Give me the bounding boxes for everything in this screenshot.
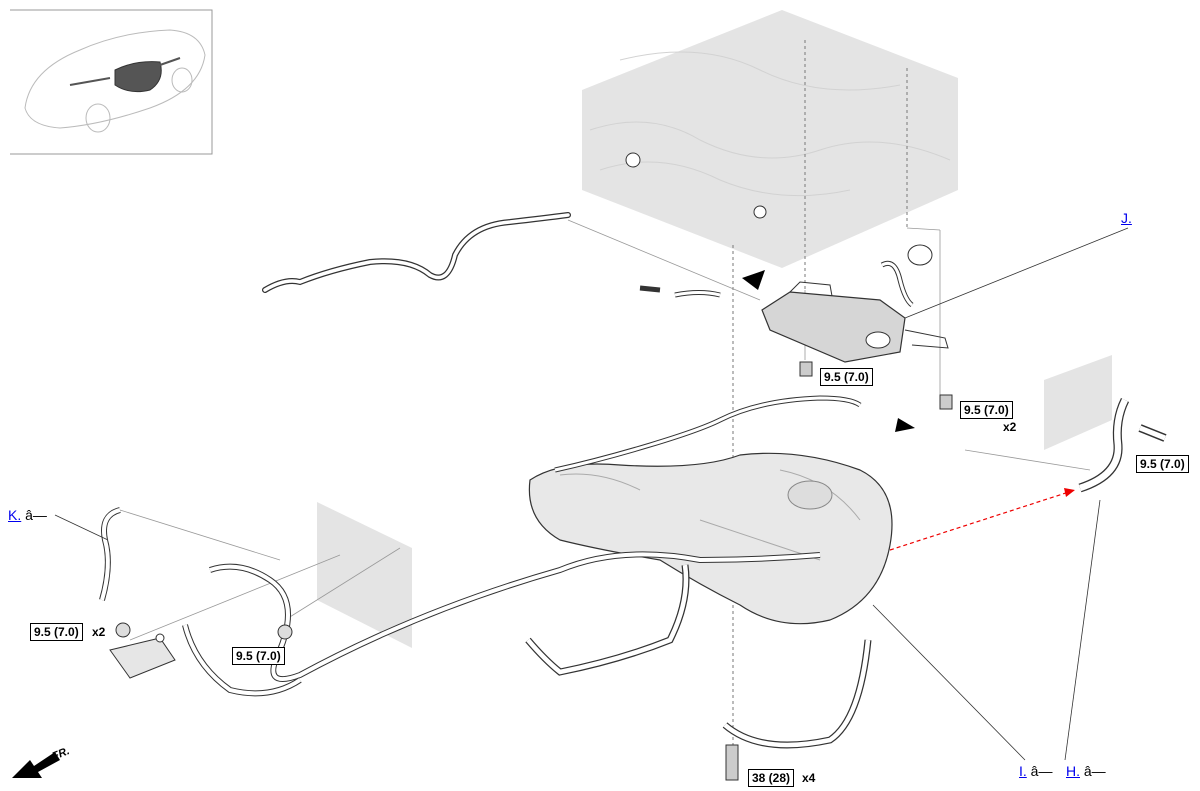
canister-bolt-torque: 9.5 (7.0): [820, 368, 873, 386]
reference-j-link[interactable]: J.: [1121, 210, 1132, 226]
canister-bracket-bolt-torque: 9.5 (7.0): [960, 401, 1013, 419]
filler-neck: [1078, 397, 1167, 493]
front-direction-arrow: [12, 752, 60, 778]
leader-lines: [54, 227, 1129, 761]
reference-k-suffix: â—: [25, 507, 47, 523]
strap-bolt-torque: 38 (28): [748, 769, 795, 787]
left-side-panel: [317, 502, 412, 648]
filler-bolt-torque: 9.5 (7.0): [1136, 455, 1189, 473]
reference-i-link[interactable]: I.: [1019, 763, 1027, 779]
reference-h: H. â—: [1066, 763, 1106, 779]
left-nut-qty: x2: [92, 625, 106, 639]
installation-guide-lines: [732, 40, 908, 745]
left-bracket: [109, 622, 293, 679]
bolts: [725, 361, 953, 781]
center-nut-torque: 9.5 (7.0): [232, 647, 285, 665]
reference-j: J.: [1121, 210, 1132, 226]
filler-connection-line: [889, 489, 1076, 551]
reference-h-suffix: â—: [1083, 763, 1106, 779]
reference-i-suffix: â—: [1030, 763, 1053, 779]
filler-side-panel: [1044, 355, 1112, 450]
thin-guide-lines: [119, 219, 1091, 641]
evap-canister: [639, 244, 949, 363]
canister-bracket-bolt-qty: x2: [1003, 420, 1017, 434]
left-nut-torque: 9.5 (7.0): [30, 623, 83, 641]
canister-direction-arrow: [742, 270, 765, 290]
vehicle-locator-inset: [10, 9, 213, 155]
fuel-tank: [528, 452, 893, 625]
reference-h-link[interactable]: H.: [1066, 763, 1080, 779]
tank-vent-arrow: [895, 418, 915, 432]
reference-k: K. â—: [8, 507, 47, 523]
strap-bolt-qty: x4: [802, 771, 816, 785]
reference-k-link[interactable]: K.: [8, 507, 22, 523]
body-floor-panel: [582, 10, 958, 268]
reference-i: I. â—: [1019, 763, 1052, 779]
